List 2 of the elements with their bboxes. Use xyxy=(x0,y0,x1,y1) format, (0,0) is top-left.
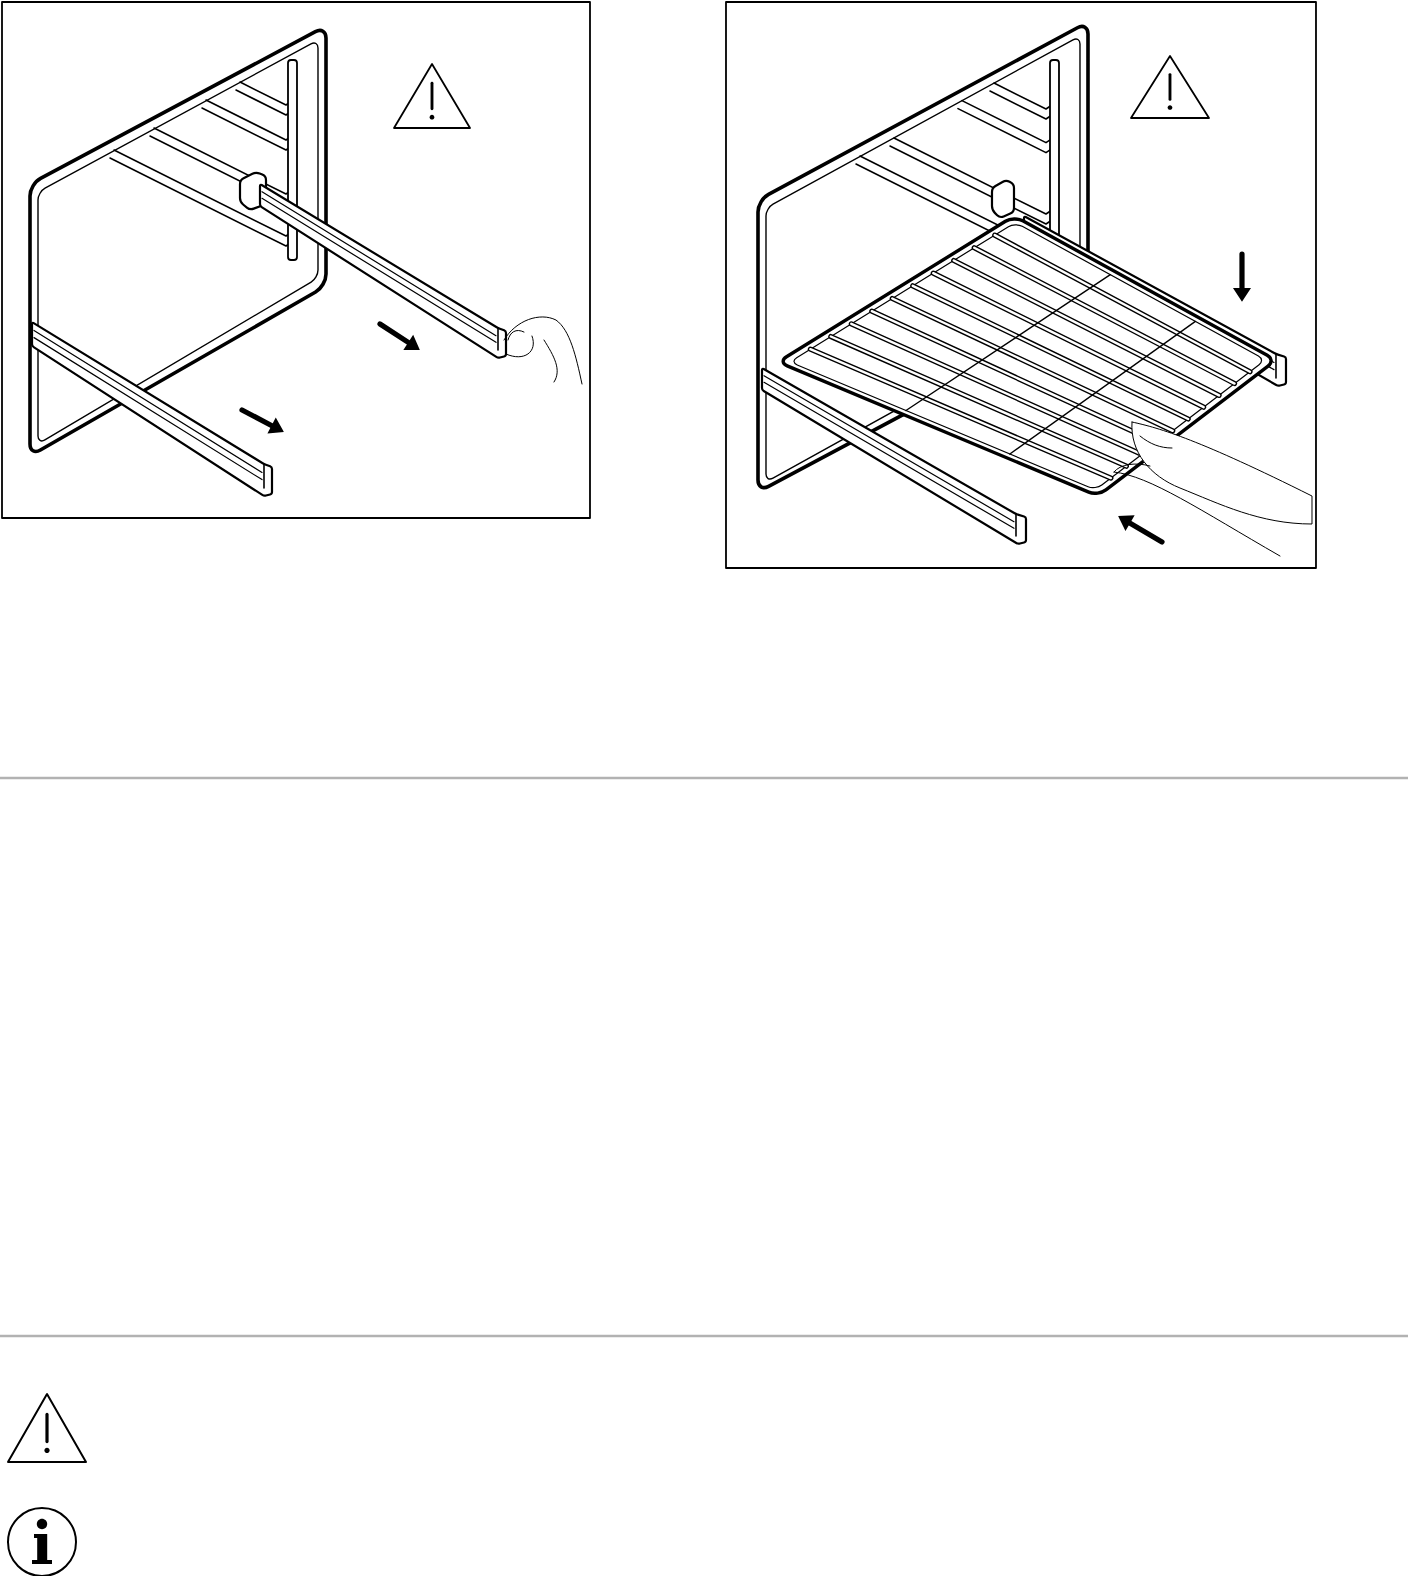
oven-illustration xyxy=(1,1,591,519)
oven-illustration xyxy=(725,1,1317,569)
